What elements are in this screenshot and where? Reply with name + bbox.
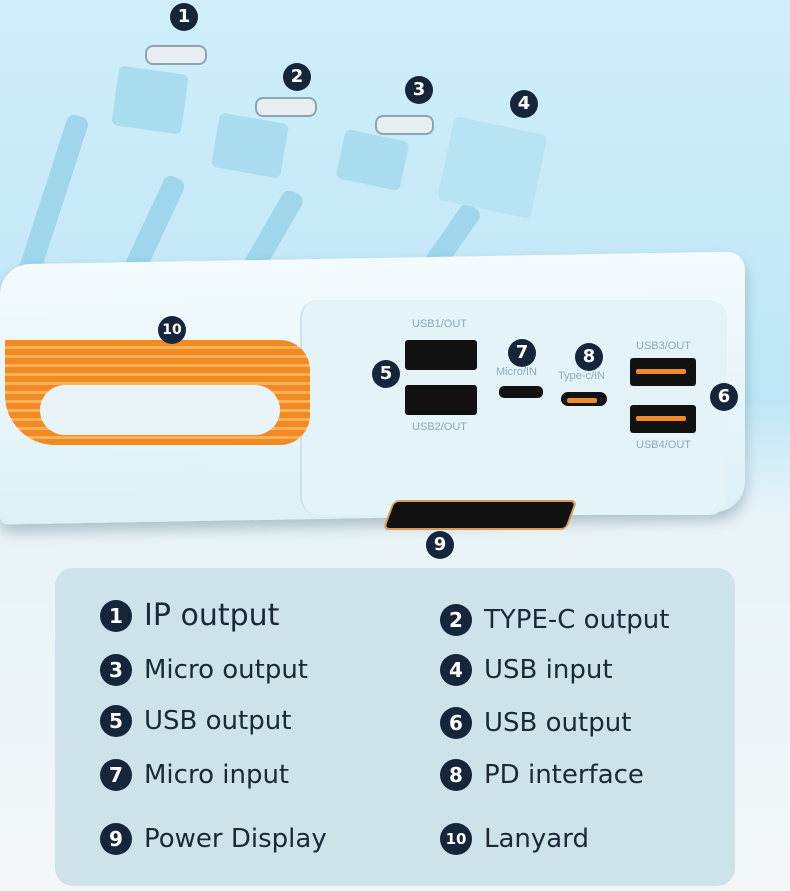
usb4-port	[630, 405, 696, 433]
lanyard-loop	[40, 385, 280, 435]
badge-5: 5	[100, 705, 132, 737]
micro-in-port	[499, 386, 543, 398]
legend-label: Lanyard	[484, 824, 589, 854]
badge-7: 7	[100, 759, 132, 791]
badge-10: 10	[440, 823, 472, 855]
typec-in-label: Type-c/IN	[558, 370, 606, 382]
usb2-port	[405, 385, 477, 415]
micro-in-label: Micro/IN	[496, 366, 537, 378]
plug-1	[111, 65, 189, 135]
legend-label: Micro input	[144, 760, 290, 790]
legend-label: TYPE-C output	[484, 605, 670, 635]
callout-2: 2	[283, 63, 311, 91]
badge-4: 4	[440, 654, 472, 686]
callout-3: 3	[405, 76, 433, 104]
usb3-label: USB3/OUT	[636, 340, 692, 352]
connector-2	[255, 97, 317, 117]
usb2-label: USB2/OUT	[412, 421, 468, 433]
legend-label: USB input	[484, 655, 613, 685]
badge-2: 2	[440, 604, 472, 636]
typec-in-port	[561, 392, 607, 406]
usb4-label: USB4/OUT	[636, 439, 692, 451]
badge-3: 3	[100, 654, 132, 686]
legend-item-8: 8 PD interface	[440, 759, 644, 791]
callout-9: 9	[426, 531, 454, 559]
callout-7: 7	[508, 339, 536, 367]
legend-item-3: 3 Micro output	[100, 654, 308, 686]
plug-2	[210, 112, 290, 179]
legend-item-7: 7 Micro input	[100, 759, 289, 791]
callout-5: 5	[372, 360, 400, 388]
callout-8: 8	[575, 343, 603, 371]
legend-label: USB output	[484, 708, 632, 738]
legend-label: Micro output	[144, 655, 308, 685]
legend-label: IP output	[144, 598, 280, 633]
power-display	[382, 500, 578, 530]
usb-plug-4	[437, 116, 548, 219]
legend-label: PD interface	[484, 760, 644, 790]
legend-label: Power Display	[144, 824, 327, 854]
badge-6: 6	[440, 707, 472, 739]
plug-3	[335, 128, 410, 192]
connector-1	[145, 45, 207, 65]
connector-3	[375, 115, 434, 135]
legend-label: USB output	[144, 706, 292, 736]
usb1-port	[405, 340, 477, 370]
usb3-port	[630, 358, 696, 386]
callout-1: 1	[170, 3, 198, 31]
legend-item-5: 5 USB output	[100, 705, 291, 737]
legend-item-2: 2 TYPE-C output	[440, 604, 669, 636]
callout-4: 4	[510, 90, 538, 118]
usb1-label: USB1/OUT	[412, 318, 468, 330]
callout-6: 6	[710, 383, 738, 411]
legend-item-4: 4 USB input	[440, 654, 613, 686]
legend-item-6: 6 USB output	[440, 707, 631, 739]
badge-9: 9	[100, 823, 132, 855]
legend-item-9: 9 Power Display	[100, 823, 327, 855]
legend-item-1: 1 IP output	[100, 598, 279, 633]
callout-10: 10	[158, 316, 186, 344]
badge-1: 1	[100, 599, 132, 632]
legend-item-10: 10 Lanyard	[440, 823, 589, 855]
badge-8: 8	[440, 759, 472, 791]
